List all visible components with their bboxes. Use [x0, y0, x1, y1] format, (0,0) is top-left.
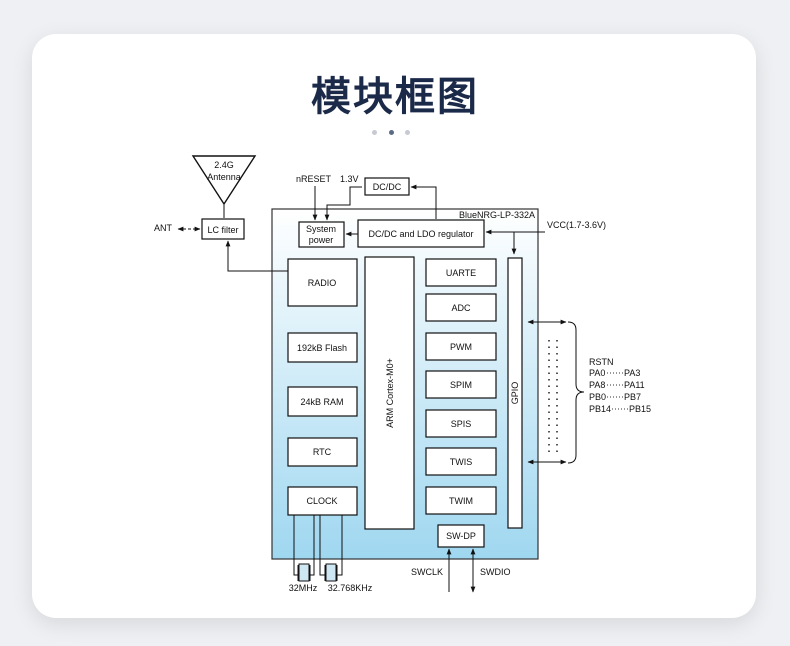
- crystal-32mhz-icon: [298, 563, 310, 582]
- radio-block: [287, 258, 358, 307]
- antenna-label-freq: 2.4G: [214, 160, 234, 170]
- regulator-to-dcdc-line: [410, 184, 437, 219]
- antenna-label-name: Antenna: [207, 172, 241, 182]
- dcdc-label: DC/DC: [373, 182, 402, 192]
- dcdc-block: [364, 177, 410, 196]
- pin-from: RSTN: [589, 357, 614, 367]
- ant-label: ANT: [154, 223, 173, 233]
- peripheral-label: SPIS: [451, 419, 472, 429]
- chip-name-label: BlueNRG-LP-332A: [459, 210, 535, 220]
- system-power-label-1: System: [306, 224, 336, 234]
- pin-to: PB7: [624, 392, 641, 402]
- pin-brace: [567, 321, 585, 464]
- rtc-label: RTC: [313, 447, 332, 457]
- antenna-icon: [191, 155, 257, 206]
- lc-filter-label: LC filter: [207, 225, 238, 235]
- peripheral-block: [425, 370, 497, 399]
- peripheral-label: PWM: [450, 342, 472, 352]
- system-power-label-2: power: [309, 235, 334, 245]
- radio-label: RADIO: [308, 278, 337, 288]
- peripheral-label: UARTE: [446, 268, 476, 278]
- radio-to-lc-line: [225, 240, 288, 272]
- cpu-block: [364, 256, 415, 530]
- pin-list: RSTN PA0 PA3 PA8 PA11 PB0 PB7 PB14 PB15: [589, 357, 651, 414]
- vcc-label: VCC(1.7-3.6V): [547, 220, 606, 230]
- swdp-label: SW-DP: [446, 531, 476, 541]
- carousel-dot-2[interactable]: [389, 130, 394, 135]
- peripheral-label: TWIM: [449, 496, 473, 506]
- gpio-block: [507, 257, 523, 529]
- carousel-dot-3[interactable]: [405, 130, 410, 135]
- pin-to: PA3: [624, 368, 640, 378]
- crystal-32khz-icon: [325, 563, 337, 582]
- peripheral-block: [425, 332, 497, 361]
- peripheral-block: [425, 258, 497, 287]
- gpio-label: GPIO: [510, 382, 520, 405]
- peripheral-block: [425, 293, 497, 322]
- pin-to: PA11: [624, 380, 645, 390]
- peripheral-block: [425, 447, 497, 476]
- pin-to: PB15: [629, 404, 651, 414]
- flash-block: [287, 332, 358, 363]
- peripheral-label: SPIM: [450, 380, 472, 390]
- peripheral-label: ADC: [451, 303, 471, 313]
- ram-block: [287, 386, 358, 417]
- page-title: 模块框图: [311, 74, 479, 120]
- crystal-wires: [293, 515, 343, 576]
- regulator-label: DC/DC and LDO regulator: [368, 229, 473, 239]
- rtc-block: [287, 437, 358, 467]
- ram-label: 24kB RAM: [300, 397, 343, 407]
- pin-from: PA0: [589, 368, 605, 378]
- peripheral-label: TWIS: [450, 457, 473, 467]
- v13-line: [324, 186, 362, 221]
- crystal-32mhz-label: 32MHz: [289, 583, 318, 593]
- carousel-dot-1[interactable]: [372, 130, 377, 135]
- lc-filter-block: [201, 218, 245, 240]
- system-power-block: [298, 221, 345, 248]
- swdp-block: [437, 524, 485, 548]
- cpu-label: ARM Cortex-M0+: [385, 358, 395, 428]
- v13-label: 1.3V: [340, 174, 359, 184]
- pin-from: PB14: [589, 404, 611, 414]
- flash-label: 192kB Flash: [297, 343, 347, 353]
- peripheral-block: [425, 409, 497, 438]
- clock-label: CLOCK: [306, 496, 337, 506]
- clock-block: [287, 486, 358, 516]
- pin-from: PA8: [589, 380, 605, 390]
- swdio-label: SWDIO: [480, 567, 511, 577]
- pin-from: PB0: [589, 392, 606, 402]
- swclk-label: SWCLK: [411, 567, 443, 577]
- nreset-label: nRESET: [296, 174, 332, 184]
- regulator-block: [357, 219, 485, 248]
- peripheral-block: [425, 486, 497, 515]
- peripheral-list: UARTE ADC PWM SPIM SPIS TWIS TWIM: [425, 258, 497, 515]
- carousel-indicator: [372, 129, 420, 137]
- crystal-32khz-label: 32.768KHz: [328, 583, 373, 593]
